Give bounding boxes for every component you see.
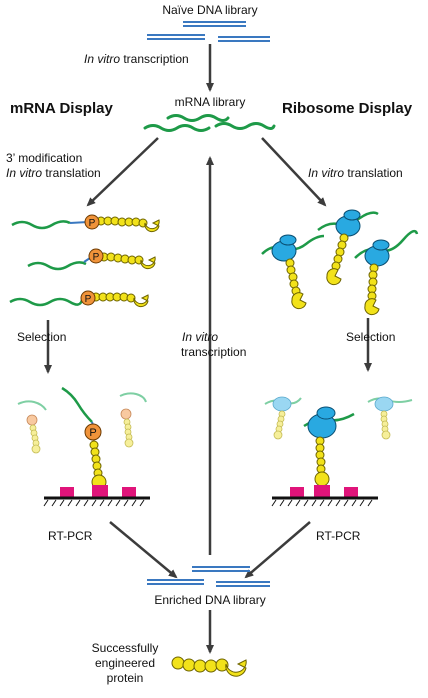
svg-text:P: P [89, 427, 96, 439]
svg-text:P: P [85, 294, 92, 305]
ribosome-display-title: Ribosome Display [282, 100, 413, 117]
arrow-rtpcr-right [244, 521, 311, 579]
mod-line1-label: 3’ modification [6, 151, 83, 165]
mrna-display-title: mRNA Display [10, 100, 113, 117]
svg-text:P: P [93, 252, 100, 263]
ribosome-display-selection [264, 396, 413, 507]
mrna-protein-fusions: P P P [9, 214, 160, 308]
engineered-protein-icon [171, 656, 247, 677]
success-line2-label: engineered [94, 656, 156, 670]
mod-line2-rest: translation [42, 166, 101, 180]
center-transcription-italic: In vitro [182, 330, 219, 344]
top-transcription-label: In vitro transcription [84, 52, 189, 66]
enriched-dna-library-label: Enriched DNA library [154, 593, 266, 607]
rtpcr-left-label: RT-PCR [48, 529, 93, 543]
mrna-library-label: mRNA library [174, 95, 246, 109]
enriched-dna-library-icon [147, 566, 270, 587]
mod-line2-italic: In vitro [6, 166, 43, 180]
ribosome-complexes [261, 209, 419, 316]
selection-left-label: Selection [17, 330, 67, 344]
arrow-to-mrna-display [86, 137, 159, 207]
naive-dna-library-icon [147, 21, 270, 42]
top-transcription-italic: In vitro [84, 52, 121, 66]
rtpcr-right-label: RT-PCR [316, 529, 361, 543]
success-line3-label: protein [106, 671, 144, 685]
success-line1-label: Successfully [91, 641, 159, 655]
arrow-to-ribosome-display [261, 137, 327, 207]
mrna-library-icon [143, 114, 276, 132]
selection-right-label: Selection [346, 330, 396, 344]
top-transcription-rest: transcription [120, 52, 189, 66]
right-translation-italic: In vitro [308, 166, 345, 180]
arrow-rtpcr-left [109, 521, 178, 579]
naive-dna-library-label: Naïve DNA library [162, 3, 258, 17]
svg-text:P: P [89, 218, 96, 229]
mrna-display-selection: P [17, 386, 150, 507]
center-transcription-rest: transcription [181, 345, 247, 359]
right-translation-rest: translation [344, 166, 403, 180]
mod-line2-label: In vitro translation [6, 166, 101, 180]
right-translation-label: In vitro translation [308, 166, 403, 180]
